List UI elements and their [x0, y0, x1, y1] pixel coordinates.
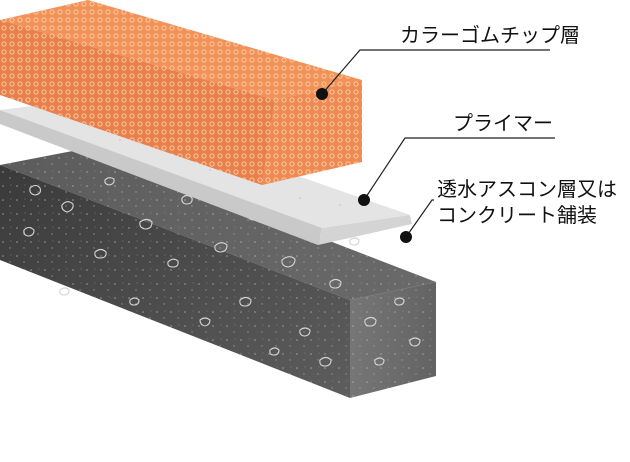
base-top-texture	[0, 148, 436, 300]
callout-line-rubber	[321, 49, 550, 95]
base-layer-label-line2: コンクリート舗装	[437, 203, 597, 227]
rubber-chip-layer	[0, 0, 362, 185]
base-layer-label-line1: 透水アスコン層又は	[437, 177, 617, 201]
callout-line-base	[405, 199, 434, 238]
base-layer	[0, 148, 436, 398]
primer-layer-label: プライマー	[453, 111, 553, 135]
marker-primer	[358, 194, 370, 206]
rubber-chip-layer-label: カラーゴムチップ層	[400, 23, 580, 47]
marker-rubber	[316, 88, 328, 100]
rubber-front-texture	[0, 20, 275, 185]
primer-front-edge	[0, 110, 322, 245]
rubber-side-texture	[262, 80, 362, 185]
callout-line-primer	[363, 137, 555, 201]
marker-base	[400, 231, 412, 243]
primer-side-edge	[318, 215, 412, 245]
rubber-top-texture	[0, 0, 362, 100]
callout-markers	[316, 88, 412, 243]
callouts	[321, 49, 555, 238]
base-layer-label: 透水アスコン層又は コンクリート舗装	[437, 176, 617, 228]
base-front-texture	[0, 165, 350, 398]
base-side-texture	[350, 282, 436, 398]
